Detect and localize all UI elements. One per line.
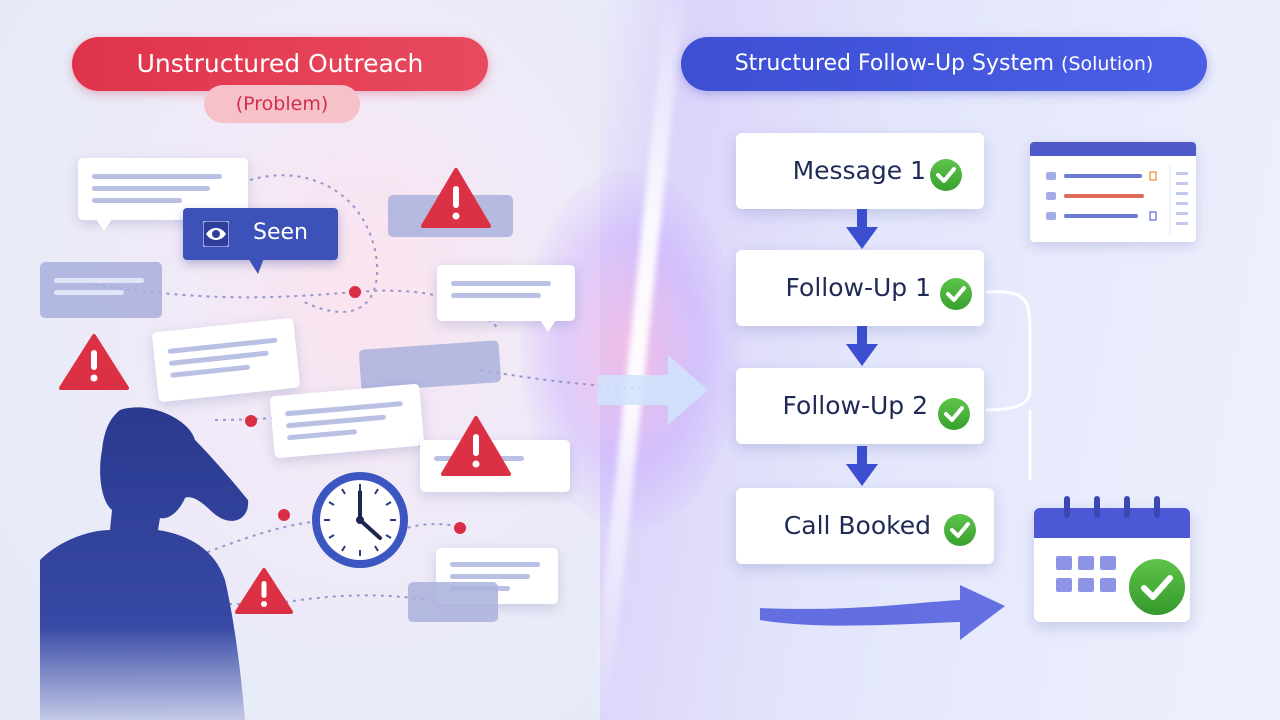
seen-message-bubble: Seen bbox=[183, 208, 338, 260]
speech-bubble-icon bbox=[437, 265, 575, 321]
arrow-down-icon bbox=[846, 209, 878, 249]
workflow-step-follow-up-1: Follow-Up 1 bbox=[736, 250, 984, 326]
transition-arrow-icon bbox=[598, 355, 708, 425]
person-stressed-icon bbox=[40, 407, 249, 720]
step-label: Follow-Up 2 bbox=[782, 391, 928, 420]
warning-icon bbox=[235, 568, 293, 614]
speech-bubble-icon bbox=[408, 582, 498, 622]
workflow-step-follow-up-2: Follow-Up 2 bbox=[736, 368, 984, 444]
check-icon bbox=[938, 398, 970, 430]
solution-title: Structured Follow-Up System (Solution) bbox=[681, 37, 1207, 91]
step-label: Follow-Up 1 bbox=[785, 273, 931, 302]
arrow-down-icon bbox=[846, 446, 878, 486]
workflow-step-message-1: Message 1 bbox=[736, 133, 984, 209]
bubble-tail bbox=[96, 219, 112, 231]
solution-title-text: Structured Follow-Up System bbox=[734, 51, 1055, 76]
check-icon bbox=[930, 159, 962, 191]
speech-bubble-icon bbox=[40, 262, 162, 318]
seen-bubble-tail bbox=[248, 258, 264, 274]
arrow-down-icon bbox=[846, 326, 878, 366]
arrow-right-icon bbox=[760, 585, 1005, 640]
check-icon bbox=[944, 514, 976, 546]
speech-bubble-icon bbox=[151, 317, 301, 403]
crm-panel-icon bbox=[1030, 142, 1196, 242]
step-label: Message 1 bbox=[792, 156, 926, 185]
clock-icon bbox=[312, 472, 408, 568]
problem-title: Unstructured Outreach bbox=[72, 37, 488, 91]
step-label: Call Booked bbox=[783, 511, 931, 540]
booked-check-icon bbox=[1126, 556, 1188, 618]
speech-bubble-icon bbox=[269, 383, 425, 459]
bubble-tail bbox=[540, 320, 556, 332]
eye-icon bbox=[203, 221, 229, 247]
warning-icon bbox=[59, 334, 129, 390]
workflow-step-call-booked: Call Booked bbox=[736, 488, 994, 564]
warning-icon bbox=[421, 168, 491, 228]
warning-icon bbox=[441, 416, 511, 476]
solution-title-suffix: (Solution) bbox=[1061, 53, 1154, 75]
seen-label: Seen bbox=[253, 220, 308, 245]
check-icon bbox=[940, 278, 972, 310]
problem-subtitle: (Problem) bbox=[204, 85, 360, 123]
